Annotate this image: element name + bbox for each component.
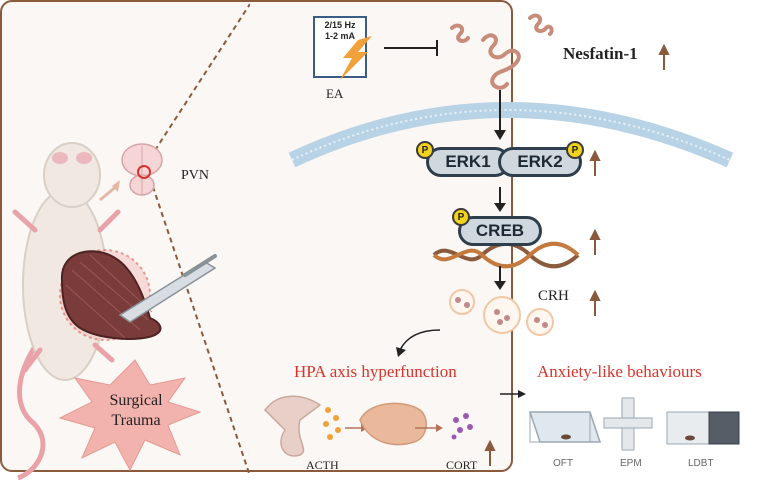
surgical-label: Surgical: [109, 392, 163, 409]
epm-label: EPM: [620, 458, 642, 469]
adrenal-icon: [359, 402, 427, 446]
ldbt-label: LDBT: [688, 458, 714, 469]
pvn-label: PVN: [181, 168, 210, 183]
zoom-line-top: [149, 3, 250, 159]
lightning-icon: [340, 36, 372, 80]
ea-current: 1-2 mA: [324, 31, 355, 41]
mouse-tail: [16, 328, 50, 481]
arrow-to-hpa: [399, 329, 441, 351]
ea-frequency: 2/15 Hz: [324, 20, 356, 30]
surgical-trauma-burst: [58, 359, 202, 472]
pituitary-icon: [264, 395, 322, 457]
acth-label: ACTH: [306, 458, 339, 472]
brain-icon: [121, 143, 163, 196]
mouse-arm-left: [12, 209, 38, 233]
ea-label: EA: [326, 86, 344, 101]
nesfatin-protein-icon: [450, 13, 554, 90]
crh-vesicles: [449, 289, 554, 336]
cort-label: CORT: [446, 458, 478, 472]
pvn-marker: [137, 165, 151, 179]
dna-helix: [432, 241, 580, 269]
oft-label: OFT: [553, 458, 573, 469]
acth-particles: [323, 407, 341, 440]
left-illustration: [12, 3, 250, 481]
cell-membrane: [288, 102, 734, 168]
erk1-pill: ERK1: [426, 147, 510, 177]
erk1-phospho-badge: P: [416, 141, 434, 159]
crh-label: CRH: [538, 288, 569, 304]
zoom-line-bottom: [149, 177, 250, 477]
mouse-arm-right: [97, 209, 121, 233]
oft-arena-icon: [528, 411, 602, 443]
creb-phospho-badge: P: [452, 208, 470, 226]
erk2-pill: ERK2: [498, 147, 582, 177]
nesfatin-label: Nesfatin-1: [563, 44, 638, 63]
creb-pill: CREB: [458, 216, 542, 246]
erk2-phospho-badge: P: [566, 141, 584, 159]
anxiety-heading: Anxiety-like behaviours: [537, 362, 702, 381]
up-arrows: [484, 43, 670, 466]
hpa-heading: HPA axis hyperfunction: [294, 362, 457, 381]
ldbt-box-icon: [666, 411, 740, 445]
scalpel-icon: [118, 261, 217, 323]
trauma-label: Trauma: [111, 412, 161, 429]
epm-maze-icon: [603, 397, 653, 451]
cort-particles: [451, 413, 473, 440]
